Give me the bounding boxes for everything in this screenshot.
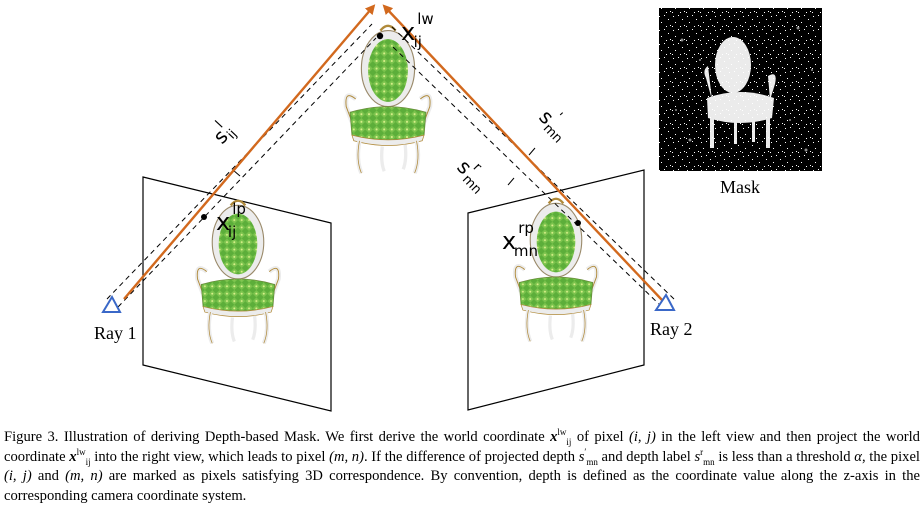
mask-chair-silhouette bbox=[704, 37, 776, 148]
depth-projected-right: s'mn bbox=[532, 102, 576, 147]
ray-2-line bbox=[382, 4, 663, 301]
depth-left-label: slij bbox=[205, 116, 240, 151]
ray-1-label: Ray 1 bbox=[94, 323, 137, 343]
left-projection-marker bbox=[201, 214, 207, 220]
mask-panel: Mask bbox=[659, 8, 822, 197]
svg-text:slij: slij bbox=[205, 116, 240, 151]
depth-label-right: srmn bbox=[450, 152, 496, 198]
mask-label: Mask bbox=[720, 177, 760, 197]
right-image-plane bbox=[467, 169, 645, 411]
svg-text:srmn: srmn bbox=[450, 152, 496, 198]
ray-2-label: Ray 2 bbox=[650, 319, 693, 339]
world-point-marker bbox=[376, 32, 384, 40]
left-image-plane bbox=[142, 176, 332, 412]
ray-1-line bbox=[123, 4, 376, 300]
svg-text:s'mn: s'mn bbox=[532, 102, 576, 146]
right-projection-marker bbox=[575, 220, 581, 226]
camera-right-icon bbox=[654, 293, 676, 311]
camera-left-icon bbox=[101, 294, 122, 313]
figure-caption: Figure 3. Illustration of deriving Depth… bbox=[4, 427, 920, 504]
